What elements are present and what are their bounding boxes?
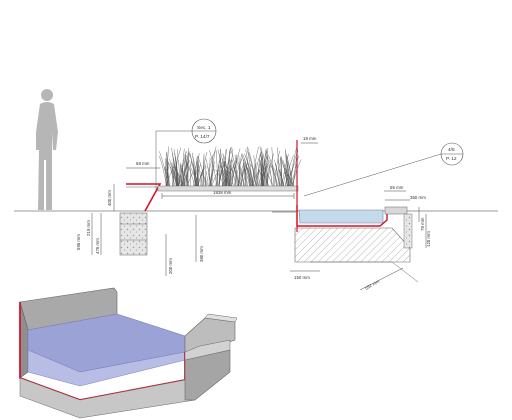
section-tag-left: Sec. 1 P. 14/7 xyxy=(155,118,217,190)
membrane-bench xyxy=(126,183,162,212)
svg-text:400 mm: 400 mm xyxy=(107,190,112,206)
svg-text:55 mm: 55 mm xyxy=(390,185,404,190)
membrane-liner xyxy=(296,205,388,227)
svg-text:582 mm: 582 mm xyxy=(364,278,381,290)
grass-tuft-icon xyxy=(159,146,302,187)
svg-text:78 mm: 78 mm xyxy=(420,217,425,231)
svg-text:1938 mm: 1938 mm xyxy=(213,190,232,195)
svg-text:P. 14/7: P. 14/7 xyxy=(195,134,210,140)
water-volume xyxy=(298,209,384,224)
section-tag-right: 4/5 P. 12 xyxy=(303,142,464,197)
concrete-slab xyxy=(294,227,411,263)
svg-text:350 mm: 350 mm xyxy=(410,195,426,200)
svg-text:219 mm: 219 mm xyxy=(86,220,91,236)
svg-text:P. 12: P. 12 xyxy=(446,156,457,162)
bench-base xyxy=(119,212,148,256)
human-silhouette-icon xyxy=(36,89,58,210)
svg-text:Sec. 1: Sec. 1 xyxy=(197,125,211,131)
pool-section xyxy=(294,205,419,283)
svg-text:150 mm: 150 mm xyxy=(294,275,310,280)
bench-dimensions: 68 mm 400 mm 595 mm 219 mm 476 mm 200 mm… xyxy=(76,136,318,276)
svg-text:380 mm: 380 mm xyxy=(199,246,204,262)
svg-text:595 mm: 595 mm xyxy=(76,234,81,250)
planter-length-dim: 1938 mm xyxy=(161,190,295,199)
bench-section xyxy=(119,140,299,256)
svg-text:68 mm: 68 mm xyxy=(136,161,150,166)
svg-text:125 mm: 125 mm xyxy=(426,231,431,247)
svg-text:4/5: 4/5 xyxy=(448,147,455,153)
pool-3d-view xyxy=(19,287,238,419)
svg-text:19 mm: 19 mm xyxy=(303,136,317,141)
svg-text:200 mm: 200 mm xyxy=(168,258,173,274)
svg-text:476 mm: 476 mm xyxy=(95,238,100,254)
